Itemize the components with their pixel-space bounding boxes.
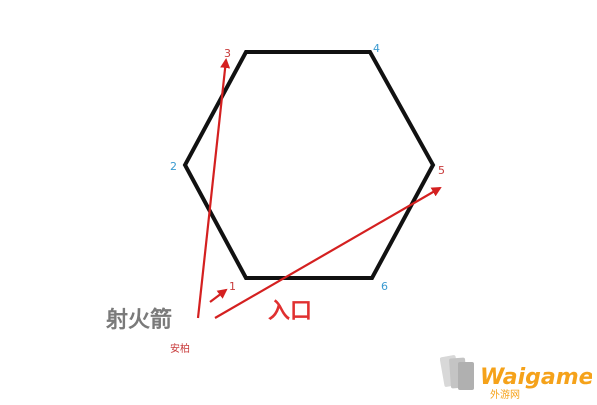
watermark-site: 外游网 [490,388,520,400]
vertex-label-6: 6 [381,280,388,293]
watermark-brand: Waigamer [480,365,592,390]
anbai-label: 安柏 [170,342,190,355]
watermark-logo: Waigamer 外游网 [439,352,597,401]
rocket-arrow-to-3 [196,58,231,319]
vertex-label-1: 1 [229,280,236,293]
hexagon-outline [182,50,436,280]
vertex-label-4: 4 [373,42,380,55]
vertex-label-3: 3 [224,47,231,60]
short-arrow-to-1 [209,288,228,303]
entrance-label: 入口 [268,299,312,324]
rocket-label: 射火箭 [105,307,172,333]
entrance-arrow-to-5 [214,186,442,319]
vertex-label-5: 5 [438,164,445,177]
vertex-label-2: 2 [170,160,177,173]
card-stack-icon [439,355,474,390]
